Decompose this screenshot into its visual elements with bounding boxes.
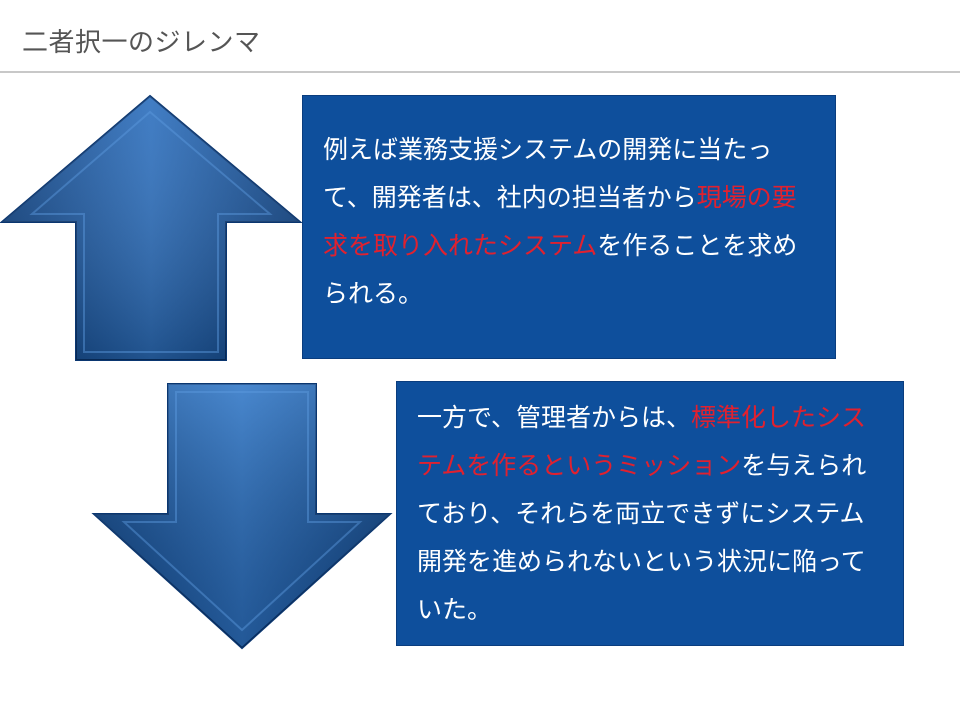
bottom-text-lead: 一方で、管理者からは、 [417, 403, 692, 432]
up-arrow-icon [0, 94, 303, 361]
bottom-text-highlight: 標準化したシステムを作るというミッション [417, 403, 867, 480]
top-text-lead: 例えば業務支援システムの開発に当たって、開発者は、社内の担当者から [323, 135, 773, 212]
top-text-highlight: 現場の要求を取り入れたシステム [323, 183, 797, 260]
top-text-box: 例えば業務支援システムの開発に当たって、開発者は、社内の担当者から現場の要求を取… [302, 95, 836, 359]
title-divider [0, 71, 960, 73]
slide-title: 二者択一のジレンマ [22, 28, 261, 58]
bottom-text-box: 一方で、管理者からは、標準化したシステムを作るというミッションを与えられており、… [396, 381, 904, 646]
down-arrow-icon [91, 383, 393, 650]
bottom-text-tail: を与えられており、それらを両立できずにシステム開発を進められないという状況に陥っ… [417, 451, 867, 624]
top-text-tail: を作ることを求められる。 [323, 231, 798, 308]
